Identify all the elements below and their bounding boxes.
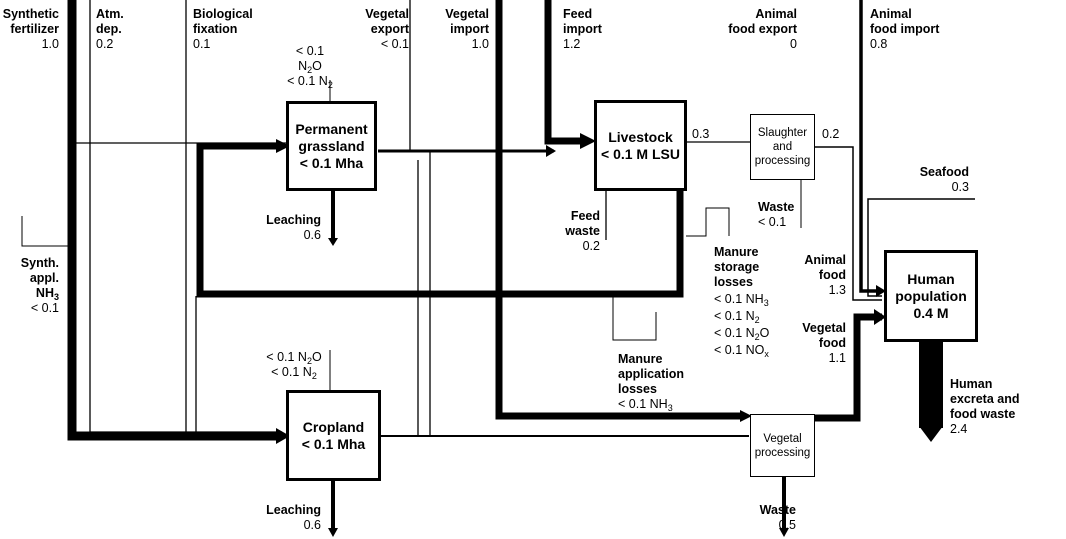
flow-feed-import [544,0,582,145]
label-slaughter-to-human: 0.2 [822,127,840,141]
box-vegetal-processing: Vegetal processing [750,414,815,477]
flow-animal-food-import [859,0,882,293]
label-manure-storage-losses: Manure storage losses < 0.1 NH3 < 0.1 N2… [714,245,770,359]
arrow-vegetal-waste [779,528,789,537]
label-vegetal-import: Vegetal import 1.0 [445,7,489,51]
arrow-human-excreta [919,426,943,442]
flow-vegetal-food [814,313,882,422]
cropland-label: Cropland [302,418,365,435]
label-grassland-losses: < 0.1 N2O < 0.1 N2 [287,44,333,90]
manure-storage-bracket [686,207,730,237]
box-cropland: Cropland < 0.1 Mha [286,390,381,481]
label-feed-import: Feed import 1.2 [563,7,602,51]
flow-atm-dep [89,0,282,433]
arrow-to-human-top [876,285,886,297]
flow-seafood [867,198,975,297]
box-permanent-grassland: Permanent grassland < 0.1 Mha [286,101,377,191]
label-synthetic-fertilizer: Synthetic fertilizer 1.0 [2,7,59,51]
human-label-1: Human [907,270,955,287]
label-feed-waste: Feed waste 0.2 [565,209,600,253]
grassland-area: < 0.1 Mha [299,154,364,171]
label-animal-food-import: Animal food import 0.8 [870,7,940,51]
label-synth-appl: Synth. appl. NH3 < 0.1 [20,256,59,315]
livestock-label: Livestock [608,128,673,145]
flow-manure-loop [196,142,684,298]
label-vegetal-export: Vegetal export < 0.1 [365,7,409,51]
synth-appl-bracket [21,216,70,247]
label-seafood: Seafood 0.3 [919,165,969,194]
arrow-cropland-leaching [328,528,338,537]
human-label-2: population [895,287,967,304]
vegetal-processing-label-1: Vegetal [763,432,802,445]
vegetal-processing-label-2: processing [754,446,811,459]
slaughter-label-1: Slaughter [757,127,808,139]
flow-synthetic-fertilizer [67,0,282,441]
box-slaughter-processing: Slaughter and processing [750,114,815,180]
slaughter-label-2: and [772,141,793,153]
arrow-to-vegetal-processing [740,410,752,422]
flow-vegetal-import [495,0,744,420]
label-cropland-losses: < 0.1 N2O < 0.1 N2 [266,350,322,381]
label-vegetal-food: Vegetal food 1.1 [802,321,846,365]
label-livestock-to-slaughter: 0.3 [692,127,710,141]
slaughter-label-3: processing [754,155,811,167]
label-biological-fixation: Biological fixation 0.1 [193,7,253,51]
arrow-feed-to-livestock [580,133,596,149]
box-human-population: Human population 0.4 M [884,250,978,342]
box-livestock: Livestock < 0.1 M LSU [594,100,687,191]
label-grassland-leaching: Leaching 0.6 [266,213,321,242]
label-animal-food-export: Animal food export 0 [728,7,797,51]
cropland-area: < 0.1 Mha [301,435,366,452]
manure-application-bracket [612,296,657,341]
label-atm-dep: Atm. dep. 0.2 [96,7,124,51]
flow-slaughter-to-human [814,146,882,301]
label-cropland-leaching: Leaching 0.6 [266,503,321,532]
grassland-label-1: Permanent [295,120,368,137]
livestock-units: < 0.1 M LSU [601,145,680,162]
arrow-to-grassland [276,139,290,153]
arrow-to-human-veg [874,309,886,325]
arrow-to-cropland [276,428,290,444]
label-animal-food: Animal food 1.3 [804,253,846,297]
label-manure-application-losses: Manure application losses < 0.1 NH3 [618,352,684,413]
arrow-to-livestock-grass [546,145,556,157]
arrow-grassland-leaching [328,238,338,246]
label-vegetal-waste: Waste 0.5 [759,503,796,532]
label-human-excreta: Human excreta and food waste 2.4 [950,377,1020,436]
grassland-label-2: grassland [298,137,365,154]
label-slaughter-waste: Waste < 0.1 [758,200,795,229]
human-population-value: 0.4 M [913,304,949,321]
